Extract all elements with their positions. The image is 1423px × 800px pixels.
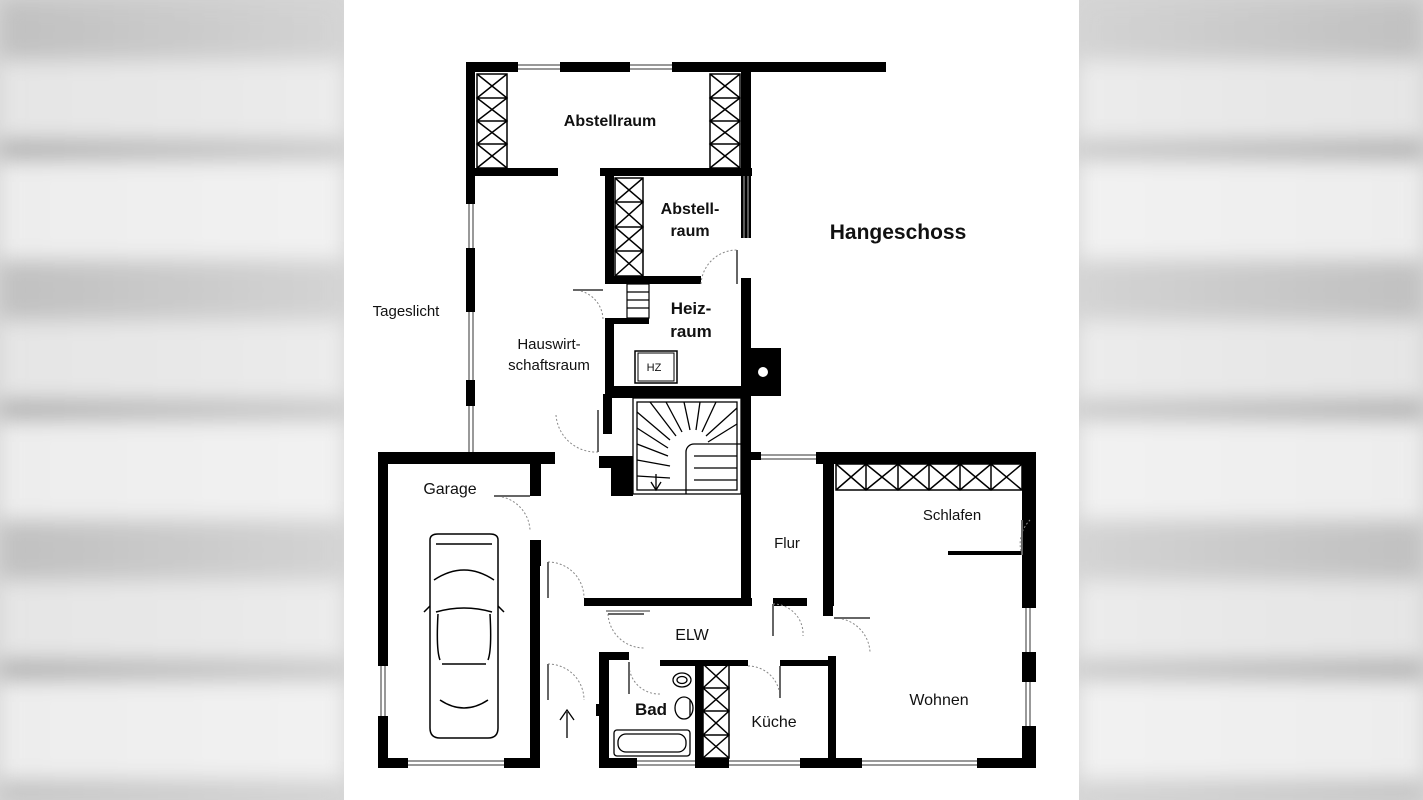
- room-label-flur: Flur: [774, 535, 800, 552]
- bathroom-fixtures: [613, 672, 694, 757]
- windows: [380, 64, 1031, 766]
- room-label-bad: Bad: [635, 700, 667, 719]
- room-label-hauswirtschaftsraum-line2: schaftsraum: [508, 357, 590, 374]
- room-label-schlafen: Schlafen: [923, 507, 981, 524]
- room-label-abstellraum-2-line1: Abstell-: [661, 201, 720, 218]
- room-label-elw: ELW: [675, 627, 709, 644]
- storage-shelves: [475, 73, 1023, 759]
- room-label-abstellraum-2-line2: raum: [670, 223, 709, 240]
- door-leaves: [494, 250, 1023, 700]
- background-blur-left: [0, 0, 344, 800]
- room-label-abstellraum: Abstellraum: [564, 113, 656, 130]
- heating-unit: [634, 350, 678, 384]
- plan-title: Hangeschoss: [830, 221, 967, 244]
- room-label-heizraum-line2: raum: [670, 322, 712, 341]
- entry-door-frame: [596, 704, 602, 716]
- heating-unit-label: HZ: [647, 362, 662, 374]
- room-label-heizraum-line1: Heiz-: [671, 299, 712, 318]
- annotation-tageslicht: Tageslicht: [373, 303, 441, 320]
- room-label-kueche: Küche: [751, 714, 796, 731]
- room-label-wohnen: Wohnen: [909, 692, 968, 709]
- steps-heizraum: [626, 283, 650, 319]
- room-label-garage: Garage: [423, 481, 476, 498]
- room-label-hauswirtschaftsraum-line1: Hauswirt-: [517, 336, 580, 353]
- staircase: [632, 397, 742, 495]
- car-icon: [423, 533, 505, 739]
- doors: [493, 249, 1031, 701]
- entrance-arrow-icon: [559, 708, 575, 738]
- chimney-flue: [758, 367, 768, 377]
- walls: [378, 62, 1036, 768]
